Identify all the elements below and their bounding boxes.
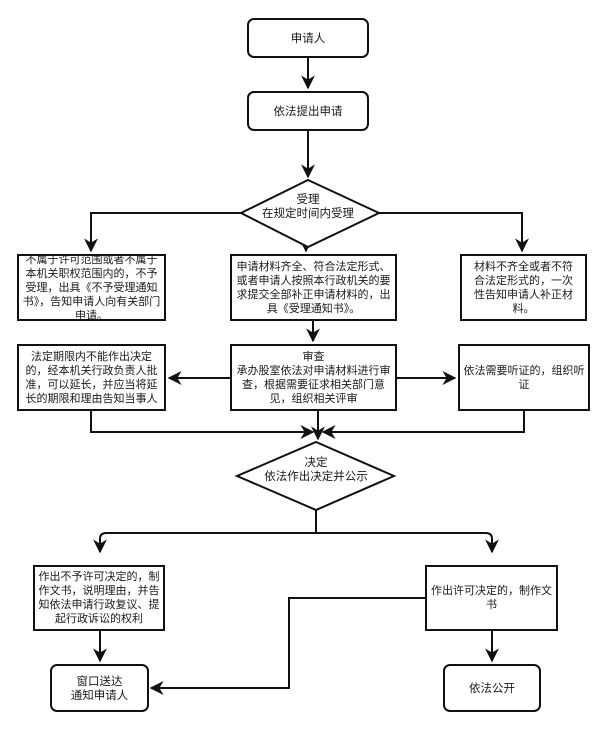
window-delivery-node: 窗口送达 通知申请人 — [50, 664, 149, 712]
applicant-node: 申请人 — [247, 18, 369, 58]
public-disclosure-node: 依法公开 — [443, 664, 541, 712]
arrow-grant-to-deliver — [149, 597, 425, 695]
decide-decision-text: 依法作出决定并公示 — [264, 469, 368, 483]
accept-decision: 受理 在规定时间内受理 — [233, 192, 383, 220]
deny-permit-text: 作出不予许可决定的，制作文书，说明理由，并告知依法申请行政复议、提起行政诉讼的权… — [38, 570, 160, 625]
hearing-node: 依法需要听证的，组织听证 — [458, 344, 590, 411]
supplement-text: 材料不齐全或者不符合法定形式的，一次性告知申请人补正材料。 — [474, 259, 573, 315]
decide-decision: 决定 依法作出决定并公示 — [236, 455, 396, 483]
accept-diamond-shape — [238, 178, 382, 249]
arrow-accept-to-supplement — [379, 212, 529, 253]
reject-scope-text: 不属于许可范围或者不属于本机关职权范围内的，不予受理，出具《不予受理通知书》，告… — [22, 252, 161, 322]
extend-deadline-text: 法定期限内不能作出决定的，经本机关行政负责人批准，可以延长，并应当将延长的期限和… — [25, 349, 158, 405]
public-disclosure-label: 依法公开 — [469, 681, 515, 695]
arrow-decide-to-deny — [93, 510, 317, 554]
deny-permit-node: 作出不予许可决定的，制作文书，说明理由，并告知依法申请行政复议、提起行政诉讼的权… — [33, 565, 165, 631]
arrow-accept-to-reject — [84, 212, 241, 253]
grant-permit-text: 作出许可决定的，制作文书 — [431, 584, 552, 611]
accept-decision-text: 在规定时间内受理 — [262, 206, 354, 220]
arrow-decide-to-grant — [316, 532, 499, 554]
applicant-label: 申请人 — [290, 31, 326, 45]
accept-decision-title: 受理 — [296, 192, 320, 206]
accept-notice-node: 申请材料齐全、符合法定形式、或者申请人按照本行政机关的要求提交全部补正申请材料的… — [230, 254, 397, 321]
reject-scope-node: 不属于许可范围或者不属于本机关职权范围内的，不予受理，出具《不予受理通知书》，告… — [17, 252, 166, 322]
extend-deadline-node: 法定期限内不能作出决定的，经本机关行政负责人批准，可以延长，并应当将延长的期限和… — [17, 344, 166, 411]
decide-decision-title: 决定 — [304, 455, 328, 469]
accept-notice-text: 申请材料齐全、符合法定形式、或者申请人按照本行政机关的要求提交全部补正申请材料的… — [236, 259, 391, 315]
window-delivery-line2: 通知申请人 — [70, 688, 129, 702]
review-node: 审查 承办股室依法对申请材料进行审查，根据需要征求相关部门意见，组织相关评审 — [230, 344, 397, 411]
hearing-text: 依法需要听证的，组织听证 — [463, 363, 585, 391]
window-delivery-line1: 窗口送达 — [76, 674, 123, 688]
arrow-hearing-to-decide — [321, 411, 525, 439]
grant-permit-node: 作出许可决定的，制作文书 — [425, 565, 558, 631]
supplement-node: 材料不齐全或者不符合法定形式的，一次性告知申请人补正材料。 — [460, 254, 587, 321]
decide-diamond-shape — [234, 440, 397, 512]
review-text: 承办股室依法对申请材料进行审查，根据需要征求相关部门意见，组织相关评审 — [236, 363, 391, 405]
submit-application-node: 依法提出申请 — [247, 91, 369, 131]
submit-application-label: 依法提出申请 — [273, 104, 343, 118]
review-title: 审查 — [302, 349, 325, 363]
arrow-extend-to-decide — [90, 411, 315, 439]
